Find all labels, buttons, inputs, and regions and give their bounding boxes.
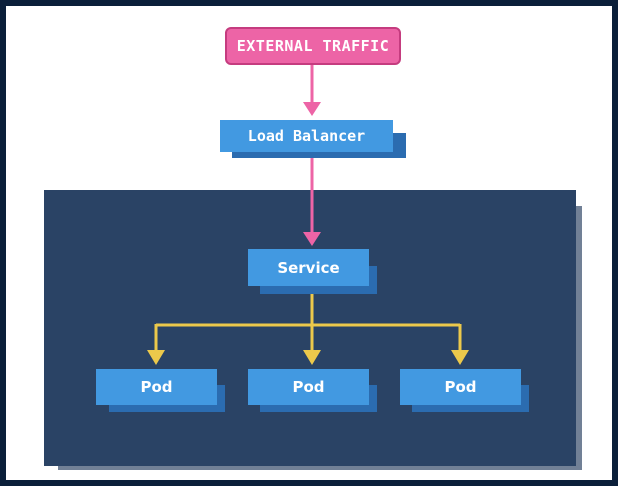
pod-1-label: Pod xyxy=(140,378,173,396)
load-balancer-node: Load Balancer xyxy=(220,120,393,152)
load-balancer-label: Load Balancer xyxy=(247,127,366,145)
service-label: Service xyxy=(277,258,340,277)
pod-2-node: Pod xyxy=(248,369,369,405)
pod-3-node: Pod xyxy=(400,369,521,405)
external-traffic-node: EXTERNAL TRAFFIC xyxy=(225,27,401,65)
external-traffic-label: EXTERNAL TRAFFIC xyxy=(236,37,390,55)
service-node: Service xyxy=(248,249,369,286)
pod-1-node: Pod xyxy=(96,369,217,405)
pod-2-label: Pod xyxy=(292,378,325,396)
cluster-panel xyxy=(44,190,576,466)
pod-3-label: Pod xyxy=(444,378,477,396)
